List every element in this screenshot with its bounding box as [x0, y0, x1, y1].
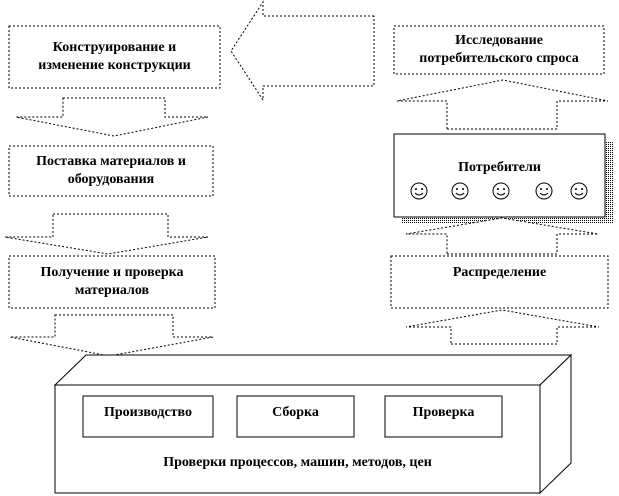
- inspection-label: Получение и проверка материалов: [40, 265, 184, 298]
- supply-box: [8, 145, 214, 197]
- assembly-box: [236, 395, 355, 438]
- factory-footer-label: Проверки процессов, машин, методов, цен: [163, 455, 432, 470]
- check-label: Проверка: [412, 405, 475, 420]
- down-arrow-3: [9, 314, 214, 357]
- up-arrow-1: [396, 79, 609, 130]
- smiley-icon-1: [410, 182, 428, 200]
- down-arrow-1: [15, 97, 209, 137]
- assembly-label: Сборка: [272, 405, 319, 420]
- design-label: Конструирование и изменение конструкции: [38, 40, 191, 73]
- smiley-icon-4: [535, 182, 553, 200]
- up-arrow-3: [405, 309, 600, 345]
- supply-label: Поставка материалов и оборудования: [36, 154, 186, 187]
- smiley-icon-3: [492, 182, 510, 200]
- distribution-label: Распределение: [452, 265, 547, 280]
- smiley-icon-5: [570, 182, 588, 200]
- smiley-icon-2: [451, 182, 469, 200]
- research-box: [393, 25, 605, 75]
- down-arrow-2: [4, 213, 209, 255]
- consumers-label: Потребители: [458, 160, 541, 175]
- factory-top-face: [53, 354, 573, 386]
- inspection-box: [8, 255, 216, 309]
- big-left-arrow: [230, 0, 375, 102]
- production-box: [82, 395, 214, 438]
- design-box: [8, 25, 221, 89]
- consumers-box: [393, 133, 606, 218]
- research-label: Исследование потребительского спроса: [419, 33, 579, 66]
- production-label: Производство: [103, 405, 193, 420]
- distribution-box: [390, 255, 609, 309]
- up-arrow-2: [405, 217, 599, 255]
- check-box: [384, 395, 503, 438]
